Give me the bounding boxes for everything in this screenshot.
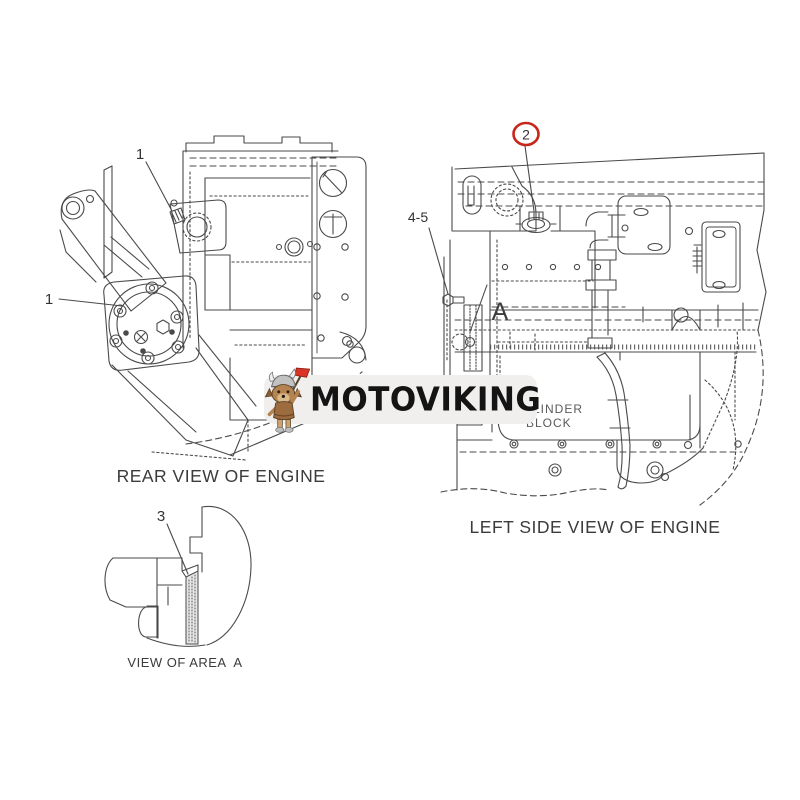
callout-2-leader <box>524 145 535 212</box>
area-a-label: A <box>492 298 509 326</box>
flange-bolts <box>109 281 185 365</box>
watermark-brand-text: MOTOVIKING <box>310 381 542 419</box>
oil-pan-bolts <box>509 439 742 450</box>
area-a-drawing: 3 <box>104 505 252 647</box>
cylinder-block-text-line2: BLOCK <box>526 416 572 430</box>
callout-1a-label: 1 <box>136 146 144 163</box>
callout-1b-label: 1 <box>45 291 53 308</box>
cylinder-block-text-line1: LINDER <box>533 402 583 416</box>
callout-3-label: 3 <box>157 508 165 525</box>
callout-45-label: 4-5 <box>408 209 428 225</box>
left-side-view-drawing: 2 4-5 A <box>408 121 767 506</box>
callout-2-red-circle <box>512 121 540 147</box>
callout-45-leader <box>428 227 449 295</box>
area-a-caption: VIEW OF AREA A <box>127 655 242 670</box>
left-side-view-caption: LEFT SIDE VIEW OF ENGINE <box>470 517 721 537</box>
rear-view-drawing: 1 1 <box>45 135 367 461</box>
rear-view-caption: REAR VIEW OF ENGINE <box>117 466 326 486</box>
motoviking-watermark: MOTOVIKING <box>264 367 541 433</box>
head-bolt-dots <box>501 263 602 271</box>
callout-1b-leader <box>58 298 123 307</box>
callout-2-label: 2 <box>522 127 530 143</box>
viking-dog-mascot-icon <box>264 367 311 433</box>
callout-1a-leader <box>145 161 173 212</box>
callout-3-leader <box>166 523 189 575</box>
